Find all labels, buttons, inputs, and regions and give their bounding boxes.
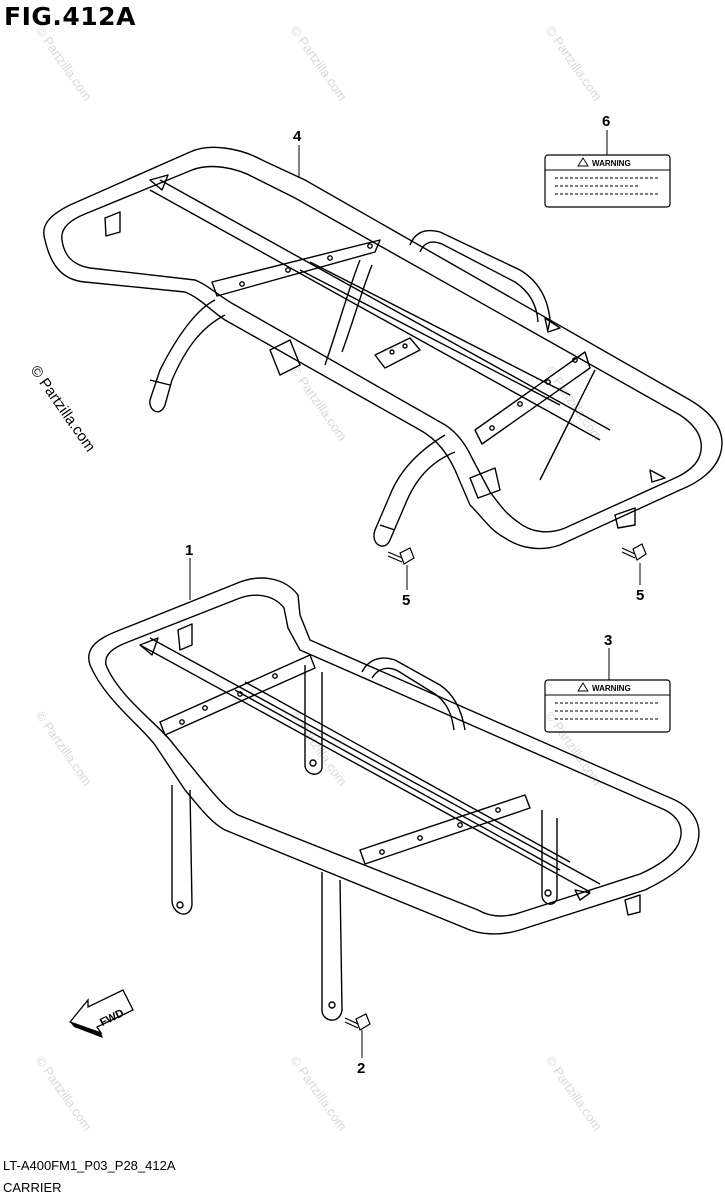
bolt-5-right: [621, 543, 647, 561]
bolt-5-left: [387, 547, 415, 565]
forward-direction-arrow: FWD: [68, 989, 134, 1038]
callout-3: 3: [604, 632, 612, 649]
watermark: © Partzilla.com: [33, 23, 96, 103]
watermark: © Partzilla.com: [288, 363, 351, 443]
watermarks: © Partzilla.com © Partzilla.com © Partzi…: [27, 23, 605, 1133]
callout-5-left: 5: [402, 592, 410, 609]
watermark: © Partzilla.com: [288, 23, 351, 103]
leader-lines: [189, 130, 641, 1058]
warning-label-front: WARNING: [544, 679, 671, 733]
figure-title: FIG.412A: [4, 2, 136, 31]
callout-2: 2: [357, 1060, 365, 1077]
watermark: © Partzilla.com: [33, 1053, 96, 1133]
drawing-code: LT-A400FM1_P03_P28_412A: [3, 1158, 176, 1173]
watermark: © Partzilla.com: [33, 708, 96, 788]
bolt-2: [344, 1013, 371, 1031]
callout-6: 6: [602, 113, 610, 130]
watermark: © Partzilla.com: [27, 363, 99, 456]
front-carrier: [88, 577, 700, 1021]
warning-text-front: WARNING: [592, 684, 631, 693]
callout-4: 4: [293, 128, 302, 145]
warning-label-rear: WARNING: [544, 154, 671, 208]
callout-1: 1: [185, 542, 193, 559]
watermark: © Partzilla.com: [543, 23, 606, 103]
rear-carrier: [43, 146, 723, 550]
warning-text-rear: WARNING: [592, 159, 631, 168]
figure-name: CARRIER: [3, 1180, 62, 1195]
watermark: © Partzilla.com: [288, 1053, 351, 1133]
callout-5-right: 5: [636, 587, 644, 604]
watermark: © Partzilla.com: [543, 708, 606, 788]
watermark: © Partzilla.com: [543, 1053, 606, 1133]
